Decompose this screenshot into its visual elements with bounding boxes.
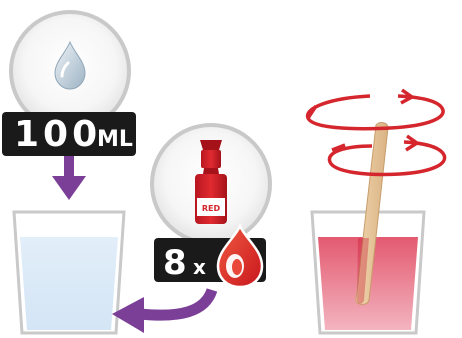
dye-count-symbol: x [193,255,206,279]
water-glass [14,212,124,333]
water-amount-number: 100 [14,114,101,155]
water-amount-unit: ML [97,127,133,152]
water-step: 100 ML [2,12,136,333]
bottle-label: RED [202,204,221,213]
water-amount-label: 100 ML [2,112,136,156]
dye-count-number: 8 [163,243,187,283]
dye-step: RED 8 x [112,125,270,333]
curved-arrow [112,290,212,333]
stir-step [308,90,445,333]
down-arrow [52,156,86,200]
